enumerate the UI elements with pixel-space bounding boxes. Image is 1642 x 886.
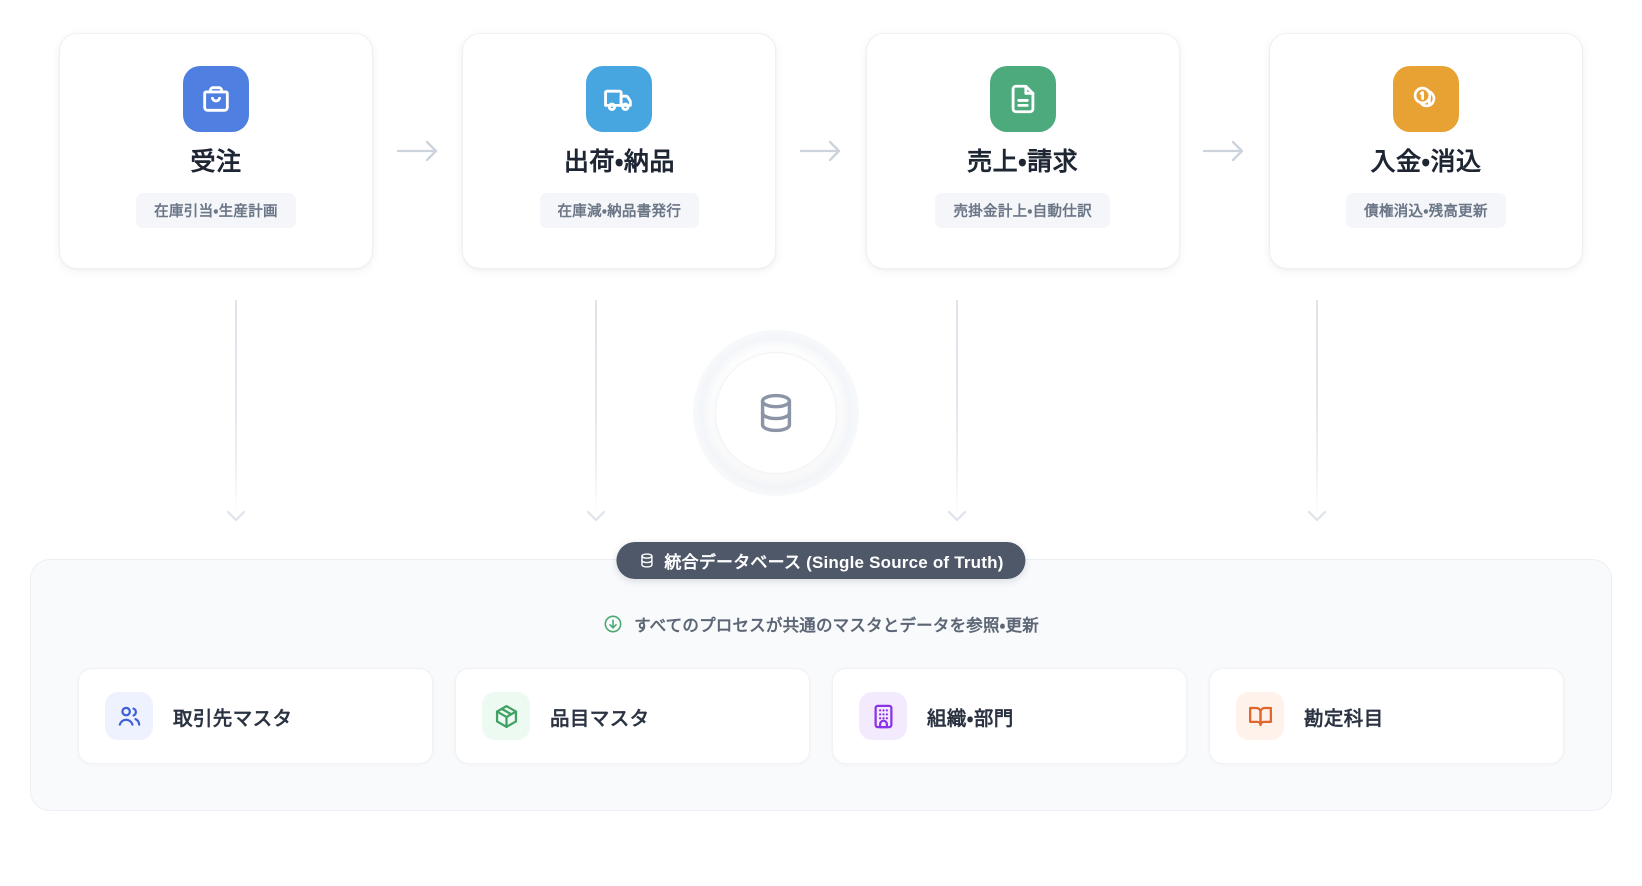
process-card-payment[interactable]: 入金・消込 債権消込・残高更新 (1268, 33, 1583, 269)
chevron-down-icon (946, 508, 968, 524)
chevron-down-icon (585, 508, 607, 524)
master-card-label: 品目マスタ (550, 707, 650, 730)
database-hub (715, 352, 837, 474)
users-icon (105, 692, 153, 740)
coins-icon (1392, 66, 1459, 132)
process-tag: 債権消込・残高更新 (1346, 193, 1506, 228)
process-card-sales-invoice[interactable]: 売上・請求 売掛金計上・自動仕訳 (865, 33, 1180, 269)
book-open-icon (1236, 692, 1284, 740)
master-card-label: 組織・部門 (927, 707, 1014, 730)
process-title: 入金・消込 (1370, 148, 1482, 176)
connector-line-sales (956, 300, 958, 515)
process-title: 出荷・納品 (563, 148, 675, 176)
connector-line-shipping (595, 300, 597, 515)
database-hub-glow (693, 330, 859, 496)
master-card-label: 勘定科目 (1304, 707, 1384, 730)
arrow-right-icon (373, 133, 462, 169)
chevron-down-icon (225, 508, 247, 524)
arrow-right-icon (1180, 133, 1269, 169)
process-card-order[interactable]: 受注 在庫引当・生産計画 (59, 33, 373, 269)
database-icon (638, 552, 655, 569)
panel-note-text: すべてのプロセスが共通のマスタとデータを参照・更新 (634, 617, 1039, 635)
master-card-partner[interactable]: 取引先マスタ (78, 668, 433, 764)
panel-note: すべてのプロセスが共通のマスタとデータを参照・更新 (0, 612, 1642, 636)
master-card-organization[interactable]: 組織・部門 (832, 668, 1187, 764)
truck-icon (586, 66, 653, 132)
file-text-icon (989, 66, 1056, 132)
shopping-bag-icon (183, 66, 249, 132)
process-tag: 売掛金計上・自動仕訳 (935, 193, 1110, 228)
package-icon (482, 692, 530, 740)
process-tag: 在庫減・納品書発行 (539, 193, 700, 228)
database-icon (760, 393, 792, 433)
master-card-item[interactable]: 品目マスタ (455, 668, 810, 764)
process-card-shipping[interactable]: 出荷・納品 在庫減・納品書発行 (462, 33, 777, 269)
process-title: 受注 (190, 148, 242, 176)
master-card-label: 取引先マスタ (173, 707, 293, 730)
chevron-down-icon (1306, 508, 1328, 524)
connector-line-payment (1316, 300, 1318, 515)
circle-arrow-down-icon (603, 614, 623, 634)
master-card-account[interactable]: 勘定科目 (1209, 668, 1564, 764)
database-badge: 統合データベース (Single Source of Truth) (616, 542, 1026, 579)
master-data-row: 取引先マスタ 品目マスタ (78, 668, 1564, 764)
process-flow-row: 受注 在庫引当・生産計画 出荷・納品 在庫減・納品書発行 (59, 33, 1583, 269)
connector-line-order (235, 300, 237, 515)
building-icon (859, 692, 907, 740)
database-badge-label: 統合データベース (Single Source of Truth) (664, 553, 1004, 572)
arrow-right-icon (776, 133, 865, 169)
process-tag: 在庫引当・生産計画 (136, 193, 296, 228)
process-title: 売上・請求 (967, 148, 1079, 176)
